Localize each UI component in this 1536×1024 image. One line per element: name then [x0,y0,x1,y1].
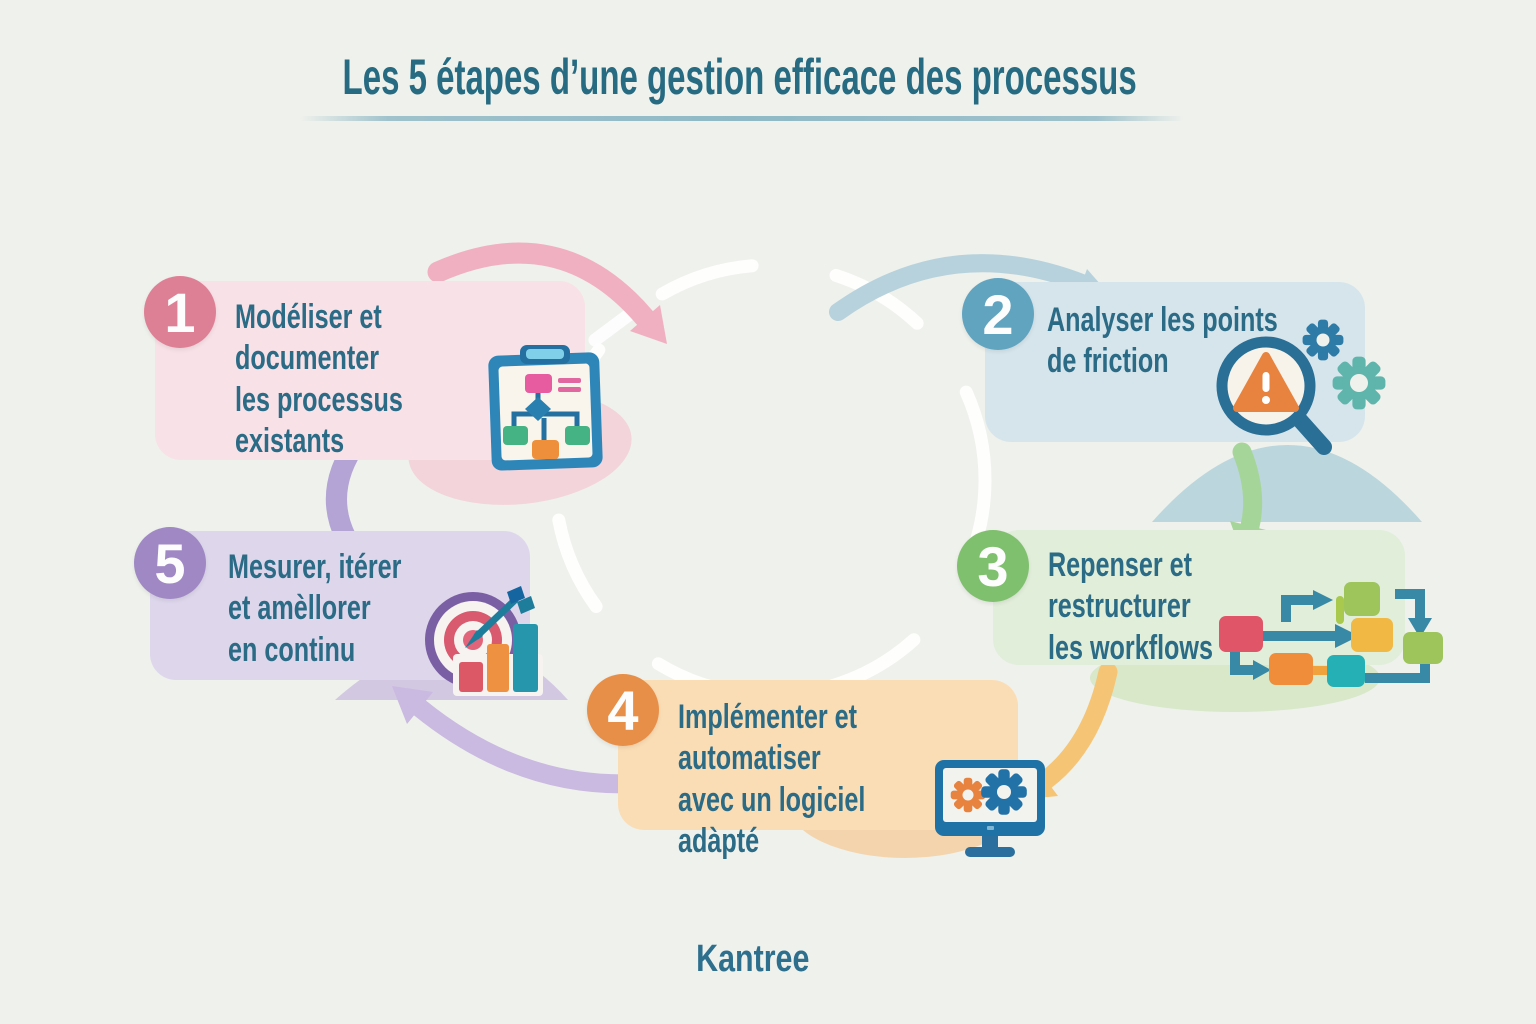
bar-chart [453,624,543,696]
step-1-label: Modéliser et documenter les processus ex… [235,298,403,461]
monitor-gears-icon [935,760,1045,857]
step-5-number-badge: 5 [134,527,206,599]
workflow-box-yellow [1351,618,1393,652]
small-gear-icon [1302,319,1344,361]
brand-logo-text: Kantree [696,938,810,980]
orange-gear-icon [950,777,986,813]
workflow-box-teal [1327,655,1365,687]
step-4-number-badge: 4 [587,674,659,746]
blue-watercolor-blob [1152,445,1422,522]
page-title: Les 5 étapes d’une gestion efficace des … [342,49,1138,105]
workflow-box-green-top [1344,582,1380,616]
clipboard-flowchart-icon [488,345,603,471]
step-2-label: Analyser les points de friction [1047,301,1278,381]
step-1-number-badge: 1 [144,276,216,348]
step-4-panel: 4 Implémenter et automatiser avec un log… [587,674,1018,860]
step-3-label: Repenser et restructurer les workflows [1048,546,1213,667]
workflow-box-orange [1269,653,1313,685]
step-5-label: Mesurer, itérer et amèllorer en continu [228,548,402,669]
magnifier-glass [1216,336,1332,455]
cycle-dashed-circle [548,258,992,702]
target-chart-icon [425,586,543,696]
blue-gear-icon [981,769,1027,815]
arrow-step1-to-step2 [427,242,667,344]
step-4-label: Implémenter et automatiser avec un logic… [678,698,866,861]
title-underline [300,116,1184,121]
warning-triangle-icon [1233,352,1299,412]
workflow-boxes-icon [1219,582,1443,687]
step-3-number-badge: 3 [957,530,1029,602]
dart-arrow [465,586,535,648]
step-2-number-badge: 2 [962,278,1034,350]
large-gear-icon [1332,356,1386,410]
workflow-box-green-right [1403,632,1443,664]
magnifier-warning-gears-icon [1216,319,1386,455]
workflow-box-red [1219,616,1263,652]
